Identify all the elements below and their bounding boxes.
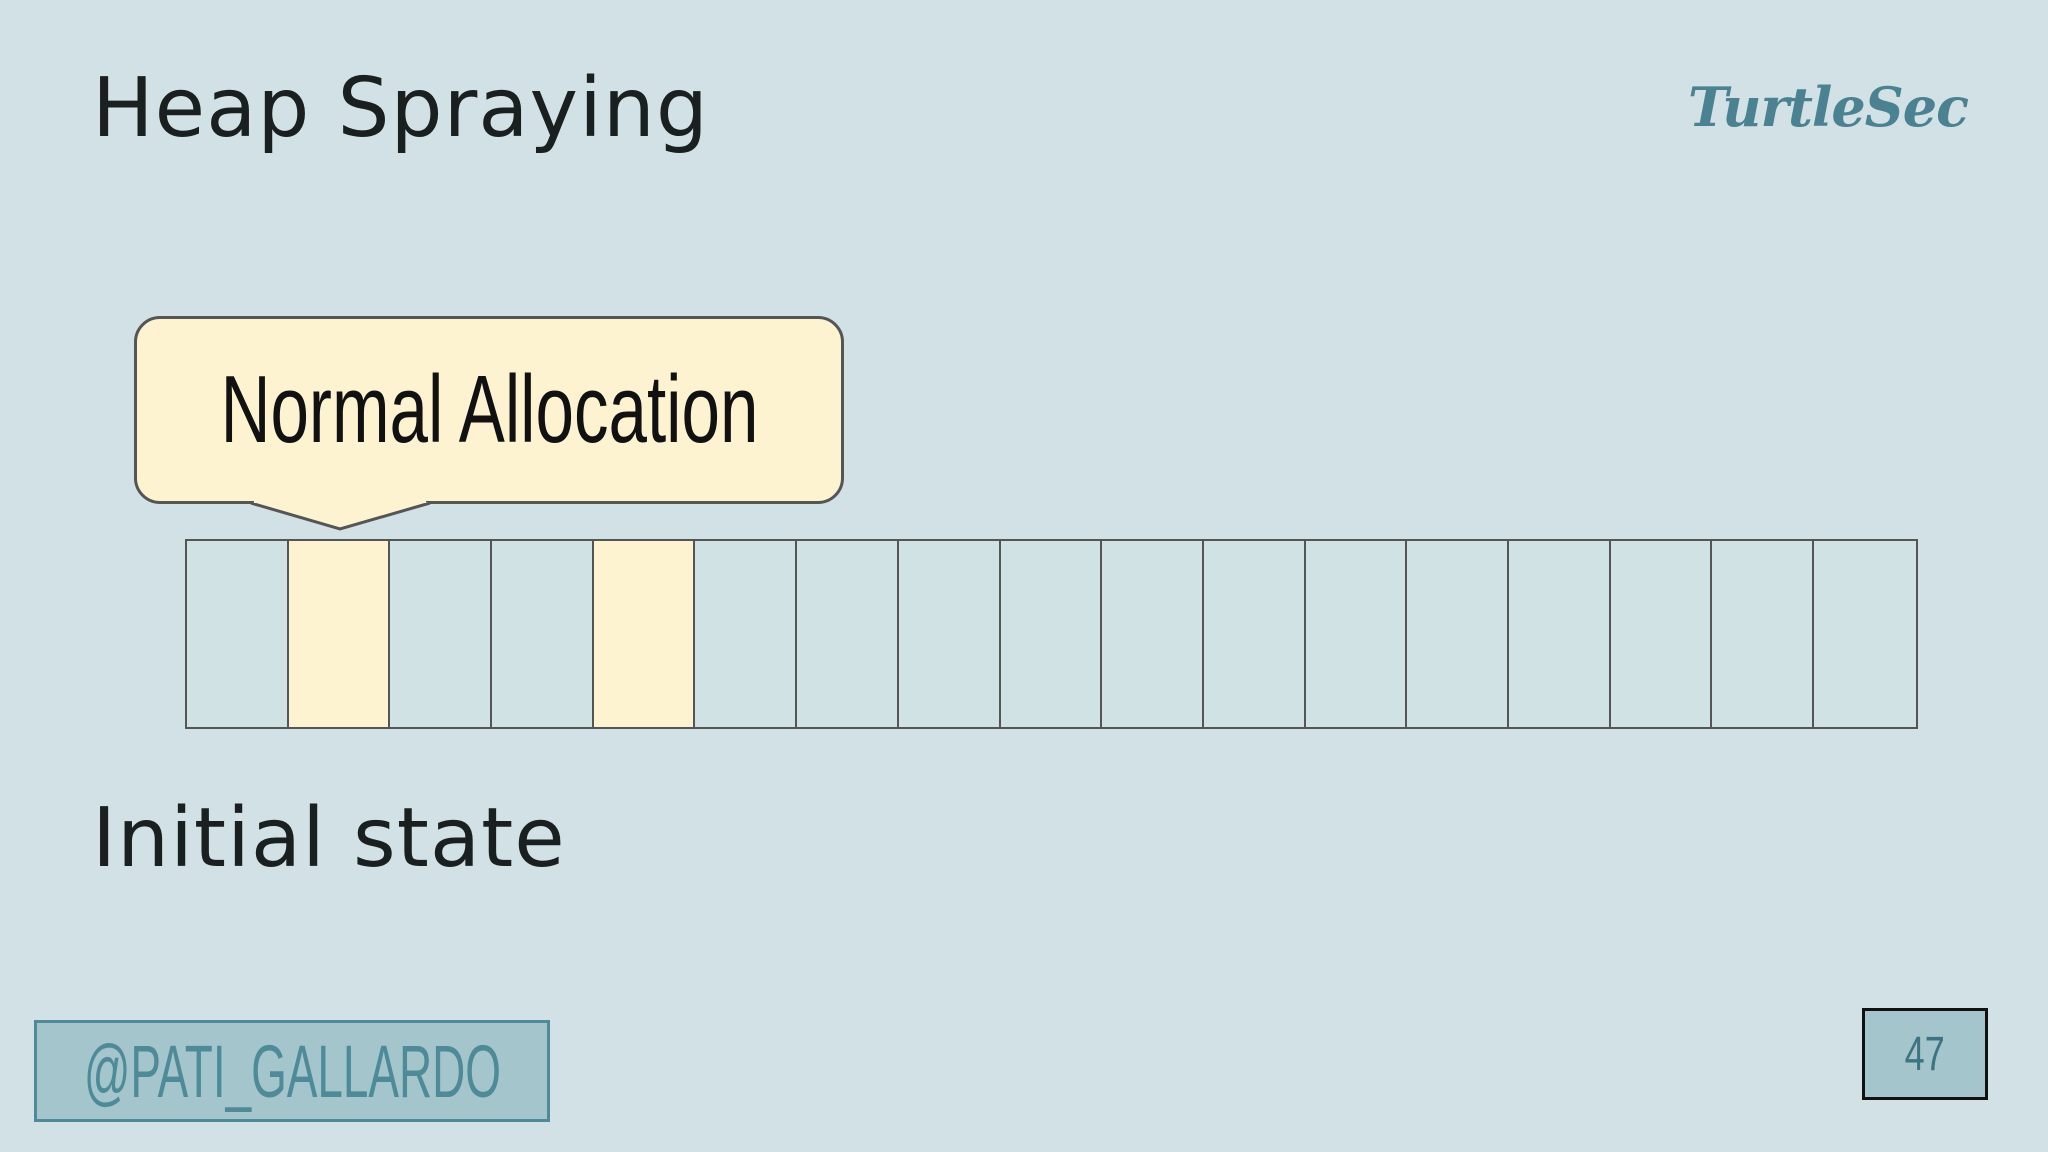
heap-slot-free <box>797 541 899 727</box>
state-caption: Initial state <box>92 791 566 886</box>
heap-slot-free <box>1508 541 1611 727</box>
callout-label: Normal Allocation <box>220 356 758 463</box>
heap-slot-free <box>492 541 594 727</box>
heap-slot-free <box>1610 541 1713 727</box>
slide-title: Heap Spraying <box>92 61 709 156</box>
heap-slot-free <box>1305 541 1408 727</box>
heap-slot-free <box>1814 541 1916 727</box>
page-number-box: 47 <box>1862 1008 1988 1100</box>
turtlesec-logo: TurtleSec <box>1688 75 1969 139</box>
heap-slot-allocated <box>593 541 696 727</box>
heap-slot-free <box>898 541 1001 727</box>
heap-slot-free <box>695 541 798 727</box>
heap-slot-free <box>1000 541 1103 727</box>
heap-slot-free <box>1102 541 1204 727</box>
callout-box: Normal Allocation <box>134 316 844 504</box>
heap-slot-free <box>390 541 493 727</box>
heap-slot-allocated <box>288 541 391 727</box>
page-number: 47 <box>1904 1027 1946 1081</box>
twitter-handle: @PATI_GALLARDO <box>83 1029 501 1113</box>
twitter-handle-badge: @PATI_GALLARDO <box>34 1020 550 1122</box>
heap-slot-free <box>1407 541 1509 727</box>
heap-slot-free <box>1203 541 1306 727</box>
heap-slot-free <box>187 541 289 727</box>
heap-slot-free <box>1712 541 1814 727</box>
heap-memory-row <box>185 539 1918 729</box>
